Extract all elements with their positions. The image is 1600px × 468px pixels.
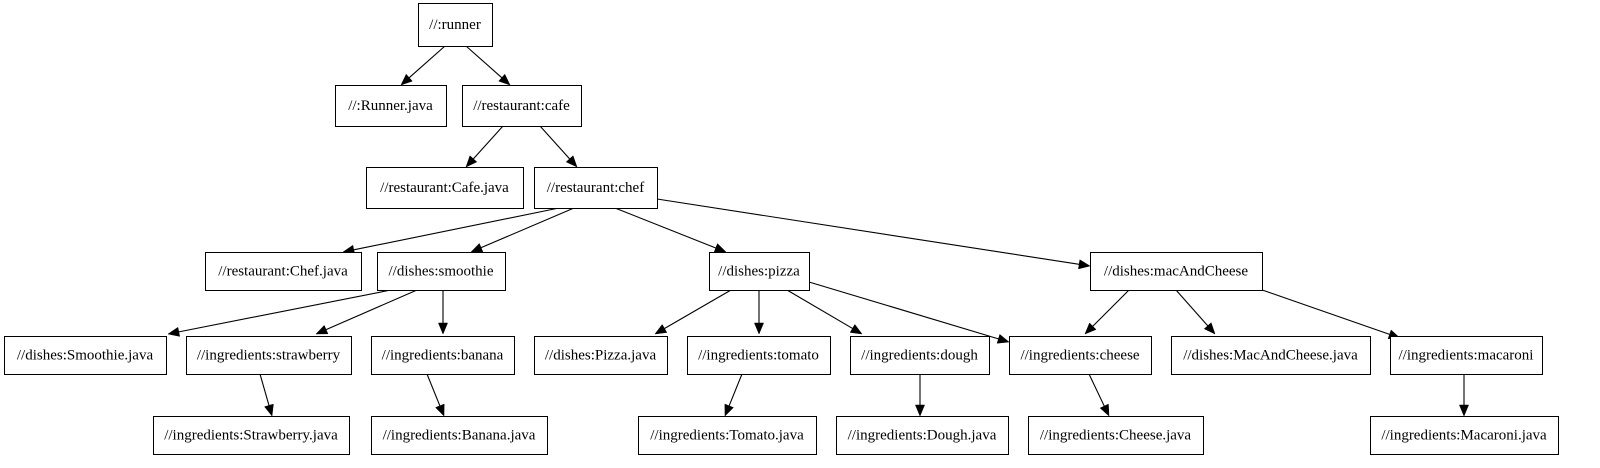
node-box-restaurant_cafe[interactable]: [462, 85, 582, 127]
node-box-ing_dough[interactable]: [850, 336, 990, 375]
node-dishes_pizza[interactable]: //dishes:pizza: [709, 252, 810, 291]
node-label-ing_tomato: //ingredients:tomato: [698, 347, 819, 363]
node-label-strawberry_java: //ingredients:Strawberry.java: [164, 427, 338, 443]
edge-dishes_smoothie-to-ing_strawberry: [315, 289, 418, 335]
edge-dishes_macandchz-to-ing_cheese: [1084, 289, 1130, 335]
edge-ing_strawberry-to-strawberry_java: [259, 373, 274, 417]
node-box-strawberry_java[interactable]: [153, 416, 350, 455]
node-ing_cheese[interactable]: //ingredients:cheese: [1009, 336, 1152, 375]
node-label-macandchz_java: //dishes:MacAndCheese.java: [1183, 347, 1358, 363]
node-label-tomato_java: //ingredients:Tomato.java: [650, 427, 804, 443]
node-dishes_macandchz[interactable]: //dishes:macAndCheese: [1090, 252, 1263, 291]
node-ing_strawberry[interactable]: //ingredients:strawberry: [186, 336, 352, 375]
node-box-smoothie_java[interactable]: [4, 336, 167, 375]
node-cafe_java[interactable]: //restaurant:Cafe.java: [366, 167, 524, 209]
node-label-restaurant_cafe: //restaurant:cafe: [473, 98, 570, 114]
node-banana_java[interactable]: //ingredients:Banana.java: [371, 416, 548, 455]
node-label-ing_banana: //ingredients:banana: [382, 347, 504, 363]
node-label-runner_java: //:Runner.java: [348, 98, 433, 114]
node-runner_java[interactable]: //:Runner.java: [335, 85, 447, 127]
node-box-dishes_macandchz[interactable]: [1090, 252, 1263, 291]
edge-ing_banana-to-banana_java: [426, 373, 445, 417]
edge-runner-to-runner_java: [400, 45, 446, 86]
node-label-dishes_macandchz: //dishes:macAndCheese: [1104, 263, 1248, 279]
node-label-banana_java: //ingredients:Banana.java: [383, 427, 536, 443]
edge-ing_macaroni-to-macaroni_java: [1459, 374, 1469, 417]
node-label-dishes_pizza: //dishes:pizza: [718, 263, 800, 279]
edge-dishes_smoothie-to-ing_banana: [438, 290, 448, 335]
nodes-layer: //:runner //:Runner.java //restaurant:cafe…: [4, 3, 1559, 455]
node-box-macandchz_java[interactable]: [1171, 336, 1371, 375]
node-strawberry_java[interactable]: //ingredients:Strawberry.java: [153, 416, 350, 455]
node-box-restaurant_chef[interactable]: [534, 167, 658, 209]
node-label-cheese_java: //ingredients:Cheese.java: [1040, 427, 1192, 443]
node-box-runner_java[interactable]: [335, 85, 447, 127]
edge-dishes_pizza-to-pizza_java: [654, 289, 732, 335]
edge-restaurant_chef-to-chef_java: [342, 207, 560, 255]
edge-dishes_macandchz-to-ing_macaroni: [1244, 283, 1401, 340]
node-restaurant_chef[interactable]: //restaurant:chef: [534, 167, 658, 209]
node-label-ing_strawberry: //ingredients:strawberry: [197, 347, 341, 363]
node-label-ing_dough: //ingredients:dough: [861, 347, 978, 363]
node-label-dishes_smoothie: //dishes:smoothie: [389, 263, 494, 279]
edge-restaurant_cafe-to-restaurant_chef: [539, 125, 578, 168]
node-macandchz_java[interactable]: //dishes:MacAndCheese.java: [1171, 336, 1371, 375]
node-dishes_smoothie[interactable]: //dishes:smoothie: [377, 252, 506, 291]
node-box-banana_java[interactable]: [371, 416, 548, 455]
node-ing_macaroni[interactable]: //ingredients:macaroni: [1390, 336, 1543, 375]
node-restaurant_cafe[interactable]: //restaurant:cafe: [462, 85, 582, 127]
node-runner[interactable]: //:runner: [418, 3, 493, 47]
edge-ing_tomato-to-tomato_java: [724, 373, 743, 417]
node-label-macaroni_java: //ingredients:Macaroni.java: [1381, 427, 1547, 443]
node-label-restaurant_chef: //restaurant:chef: [547, 180, 644, 196]
node-ing_banana[interactable]: //ingredients:banana: [371, 336, 515, 375]
edge-restaurant_chef-to-dishes_smoothie: [470, 207, 575, 253]
edge-ing_dough-to-dough_java: [915, 374, 925, 417]
node-label-smoothie_java: //dishes:Smoothie.java: [17, 347, 154, 363]
node-box-dishes_smoothie[interactable]: [377, 252, 506, 291]
node-ing_tomato[interactable]: //ingredients:tomato: [687, 336, 831, 375]
node-ing_dough[interactable]: //ingredients:dough: [850, 336, 990, 375]
node-label-pizza_java: //dishes:Pizza.java: [545, 347, 657, 363]
node-label-ing_macaroni: //ingredients:macaroni: [1399, 347, 1534, 363]
node-box-ing_macaroni[interactable]: [1390, 336, 1543, 375]
node-box-cafe_java[interactable]: [366, 167, 524, 209]
node-box-ing_strawberry[interactable]: [186, 336, 352, 375]
edge-restaurant_cafe-to-cafe_java: [465, 125, 504, 168]
node-box-ing_banana[interactable]: [371, 336, 515, 375]
edge-dishes_macandchz-to-macandchz_java: [1175, 289, 1216, 335]
node-box-pizza_java[interactable]: [534, 336, 668, 375]
node-box-cheese_java[interactable]: [1028, 416, 1204, 455]
edge-dishes_pizza-to-ing_tomato: [754, 290, 764, 335]
node-tomato_java[interactable]: //ingredients:Tomato.java: [638, 416, 817, 455]
node-box-dishes_pizza[interactable]: [709, 252, 810, 291]
node-dough_java[interactable]: //ingredients:Dough.java: [836, 416, 1009, 455]
edge-dishes_pizza-to-ing_dough: [786, 289, 863, 335]
node-cheese_java[interactable]: //ingredients:Cheese.java: [1028, 416, 1204, 455]
edge-runner-to-restaurant_cafe: [465, 45, 511, 86]
edge-restaurant_chef-to-dishes_macandchz: [656, 198, 1091, 270]
edge-dishes_pizza-to-ing_cheese: [808, 281, 1010, 344]
node-box-macaroni_java[interactable]: [1370, 416, 1559, 455]
node-label-dough_java: //ingredients:Dough.java: [848, 427, 997, 443]
edge-ing_cheese-to-cheese_java: [1088, 373, 1110, 417]
node-chef_java[interactable]: //restaurant:Chef.java: [205, 252, 362, 291]
node-box-chef_java[interactable]: [205, 252, 362, 291]
edge-restaurant_chef-to-dishes_pizza: [614, 207, 727, 253]
node-box-ing_tomato[interactable]: [687, 336, 831, 375]
node-box-tomato_java[interactable]: [638, 416, 817, 455]
node-label-runner: //:runner: [429, 17, 481, 33]
node-label-chef_java: //restaurant:Chef.java: [218, 263, 348, 279]
node-pizza_java[interactable]: //dishes:Pizza.java: [534, 336, 668, 375]
node-box-runner[interactable]: [418, 3, 493, 47]
node-macaroni_java[interactable]: //ingredients:Macaroni.java: [1370, 416, 1559, 455]
edge-dishes_smoothie-to-smoothie_java: [167, 289, 392, 337]
node-box-dough_java[interactable]: [836, 416, 1009, 455]
node-box-ing_cheese[interactable]: [1009, 336, 1152, 375]
node-label-cafe_java: //restaurant:Cafe.java: [380, 180, 509, 196]
node-smoothie_java[interactable]: //dishes:Smoothie.java: [4, 336, 167, 375]
node-label-ing_cheese: //ingredients:cheese: [1020, 347, 1139, 363]
